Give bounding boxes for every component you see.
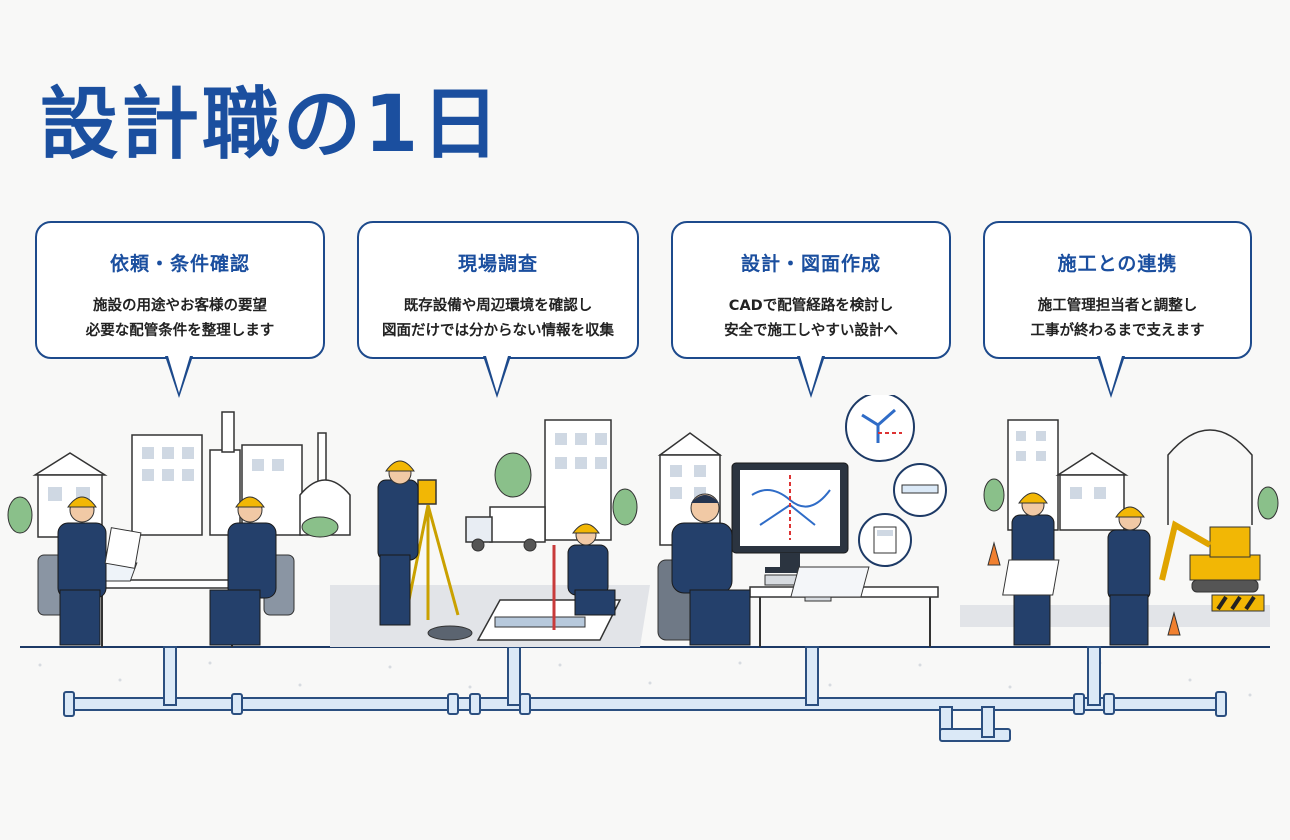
excavator-icon (1159, 520, 1261, 593)
step-title: 依頼・条件確認 (109, 253, 250, 275)
step-text-line: 必要な配管条件を整理します (85, 323, 275, 339)
worker-icon (1107, 506, 1151, 646)
step-text-line: 施工管理担当者と調整し (1037, 298, 1198, 314)
step-bubble-design: 設計・図面作成 CADで配管経路を検討し 安全で施工しやすい設計へ (671, 221, 951, 398)
worker-icon (671, 493, 751, 646)
step-text-line: 施設の用途やお客様の要望 (93, 298, 267, 314)
step-bubble-construction: 施工との連携 施工管理担当者と調整し 工事が終わるまで支えます (983, 221, 1252, 398)
scene-meeting (7, 411, 351, 647)
step-title: 施工との連携 (1057, 253, 1178, 275)
worker-icon (567, 523, 616, 616)
illustration-scene (0, 395, 1290, 840)
truck-icon (465, 506, 546, 552)
worker-icon (209, 496, 277, 646)
step-text-line: CADで配管経路を検討し (728, 298, 894, 314)
worker-icon (1002, 492, 1060, 646)
step-bubble-request: 依頼・条件確認 施設の用途やお客様の要望 必要な配管条件を整理します (35, 221, 325, 398)
scene-construction (960, 419, 1279, 646)
scene-design (657, 395, 947, 647)
step-text-line: 安全で施工しやすい設計へ (724, 323, 898, 339)
step-text-line: 図面だけでは分からない情報を収集 (382, 323, 614, 339)
step-text-line: 既存設備や周辺環境を確認し (403, 298, 593, 314)
computer-monitor-icon (731, 462, 849, 573)
step-title: 現場調査 (457, 253, 538, 275)
step-bubble-survey: 現場調査 既存設備や周辺環境を確認し 図面だけでは分からない情報を収集 (357, 221, 639, 398)
page-title: 設計職の1日 (40, 80, 503, 170)
ground (0, 646, 1290, 840)
pipe-network-icon (63, 646, 1227, 742)
step-text-line: 工事が終わるまで支えます (1030, 323, 1205, 339)
worker-icon (57, 496, 142, 646)
scene-survey (330, 419, 650, 647)
step-title: 設計・図面作成 (740, 253, 881, 275)
worker-icon (377, 460, 419, 626)
